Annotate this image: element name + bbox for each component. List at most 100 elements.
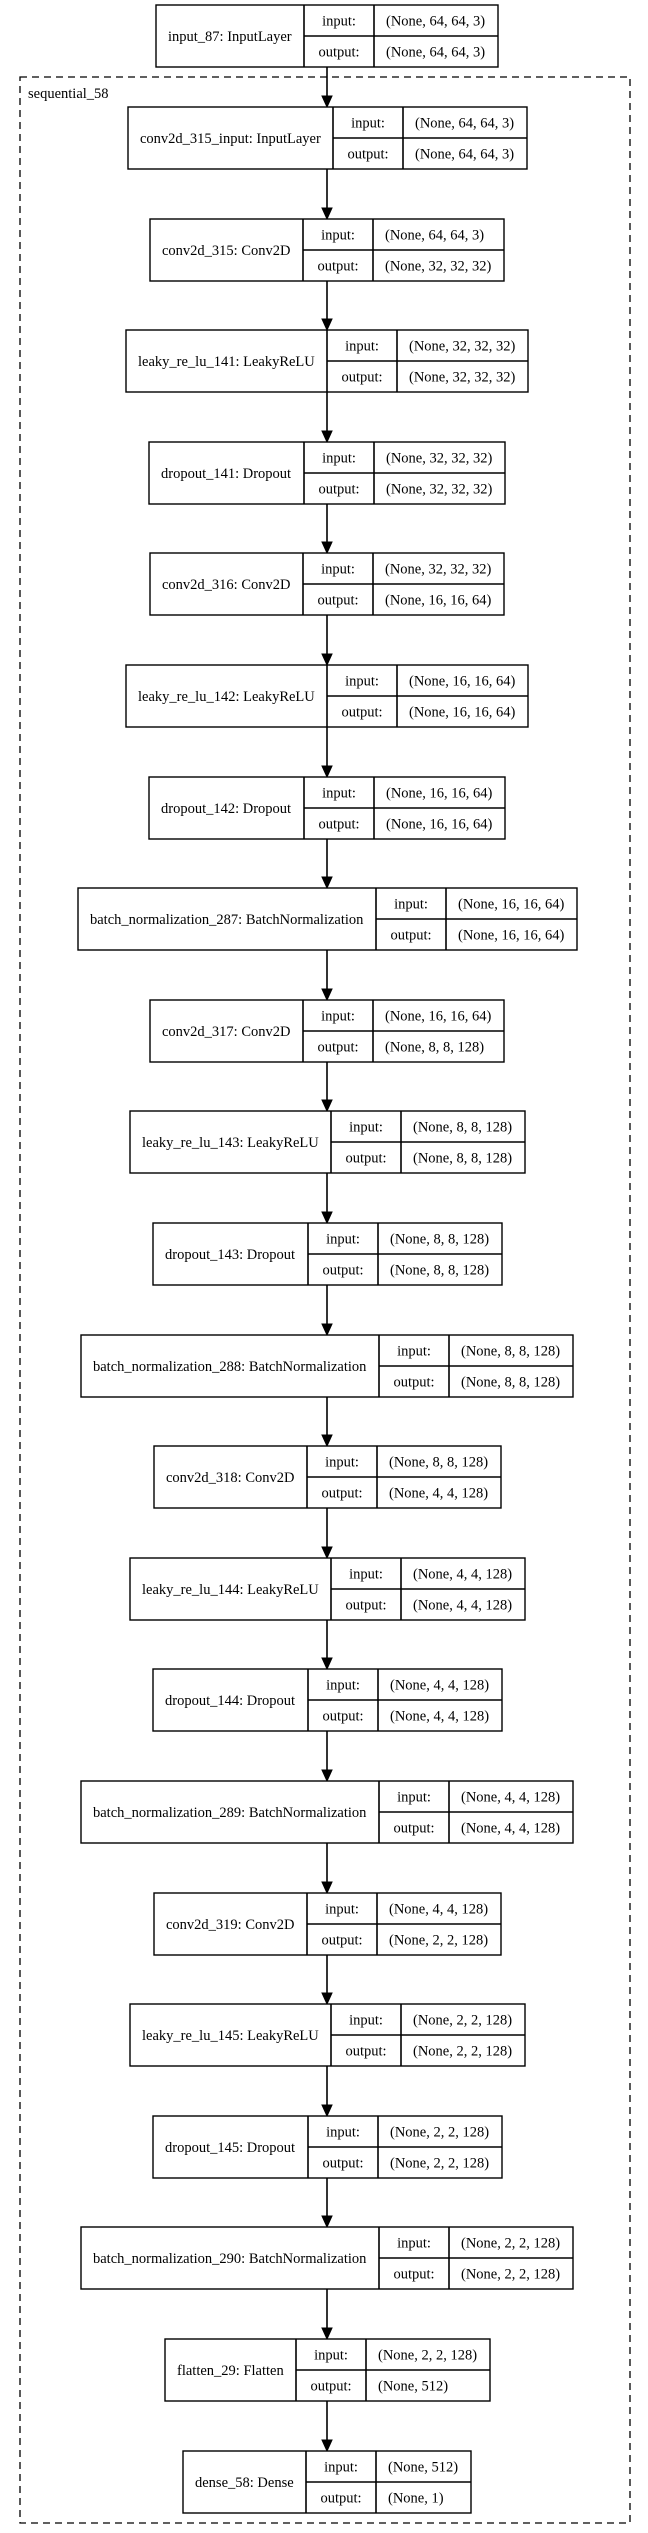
layer-name: leaky_re_lu_142: LeakyReLU [138, 689, 315, 705]
input-port-label: input: [326, 1678, 360, 1694]
output-port-label: output: [322, 1263, 363, 1279]
layer-node-leaky-re-lu-141: leaky_re_lu_141: LeakyReLUinput:output:(… [125, 329, 529, 393]
sequential-cluster-border [19, 76, 631, 2524]
output-shape: (None, 64, 64, 3) [415, 147, 514, 163]
arrow-head [321, 2327, 333, 2341]
output-shape: (None, 8, 8, 128) [390, 1263, 489, 1279]
edge-arrow [321, 281, 333, 332]
output-shape: (None, 512) [378, 2379, 448, 2395]
input-port-label: input: [322, 451, 356, 467]
layer-node-conv2d-315-input: conv2d_315_input: InputLayerinput:output… [127, 106, 528, 170]
edge-arrow [321, 1397, 333, 1448]
arrow-head [321, 430, 333, 444]
output-shape: (None, 8, 8, 128) [461, 1375, 560, 1391]
output-port-label: output: [321, 1933, 362, 1949]
layer-node-batch-normalization-289: batch_normalization_289: BatchNormalizat… [80, 1780, 574, 1844]
input-shape: (None, 4, 4, 128) [390, 1678, 489, 1694]
layer-node-input-87: input_87: InputLayerinput:output:(None, … [155, 4, 499, 68]
arrow-head [321, 1657, 333, 1671]
input-shape: (None, 32, 32, 32) [386, 451, 492, 467]
layer-node-conv2d-317: conv2d_317: Conv2D input: output: (None, 16… [149, 999, 505, 1063]
output-port-label: output: [345, 2044, 386, 2060]
edge-arrow [321, 2401, 333, 2453]
input-shape: (None, 16, 16, 64) [385, 1009, 491, 1025]
layer-name: conv2d_315_input: InputLayer [140, 131, 321, 147]
arrow-head [321, 541, 333, 555]
edge-arrow [321, 950, 333, 1002]
edge-arrow [321, 392, 333, 444]
edge-arrow [321, 169, 333, 221]
edge-arrow [321, 1620, 333, 1671]
layer-name: flatten_29: Flatten [177, 2363, 284, 2379]
layer-name: batch_normalization_287: BatchNormalizat… [90, 912, 364, 928]
input-port-label: input: [397, 1790, 431, 1806]
edges [321, 67, 333, 2453]
input-port-label: input: [345, 674, 379, 690]
output-shape: (None, 2, 2, 128) [461, 2267, 560, 2283]
output-shape: (None, 16, 16, 64) [458, 928, 564, 944]
output-shape: (None, 1) [388, 2491, 444, 2507]
output-port-label: output: [317, 1040, 358, 1056]
arrow-head [321, 207, 333, 221]
edge-arrow [321, 1731, 333, 1783]
input-port-label: input: [349, 1120, 383, 1136]
layer-node-dropout-144: dropout_144: Dropoutinput:output:(None, … [152, 1668, 503, 1732]
edge-arrow [321, 67, 333, 109]
output-shape: (None, 2, 2, 128) [389, 1933, 488, 1949]
arrow-head [321, 1099, 333, 1113]
arrow-head [321, 2104, 333, 2118]
input-port-label: input: [321, 228, 355, 244]
output-port-label: output: [318, 45, 359, 61]
arrow-head [321, 653, 333, 667]
edge-arrow [321, 839, 333, 890]
arrow-head [321, 1546, 333, 1560]
output-shape: (None, 2, 2, 128) [413, 2044, 512, 2060]
layer-node-batch-normalization-287: batch_normalization_287: BatchNormalizat… [77, 887, 578, 951]
layer-node-batch-normalization-290: batch_normalization_290: BatchNormalizat… [80, 2226, 574, 2290]
layer-name: dense_58: Dense [195, 2475, 294, 2491]
input-port-label: input: [321, 1009, 355, 1025]
input-shape: (None, 4, 4, 128) [413, 1567, 512, 1583]
layer-node-leaky-re-lu-142: leaky_re_lu_142: LeakyReLU input: output: (… [125, 664, 529, 728]
input-shape: (None, 64, 64, 3) [385, 228, 484, 244]
layer-node-dropout-143: dropout_143: Dropoutinput:output:(None, … [152, 1222, 503, 1286]
edge-arrow [321, 1508, 333, 1560]
output-port-label: output: [393, 1375, 434, 1391]
input-shape: (None, 4, 4, 128) [461, 1790, 560, 1806]
output-port-label: output: [317, 259, 358, 275]
output-shape: (None, 64, 64, 3) [386, 45, 485, 61]
layer-node-dropout-145: dropout_145: Dropoutinput:output:(None, … [152, 2115, 503, 2179]
edge-arrow [321, 1285, 333, 1337]
layer-name: conv2d_316: Conv2D [162, 577, 290, 593]
output-port-label: output: [345, 1151, 386, 1167]
input-shape: (None, 2, 2, 128) [461, 2236, 560, 2252]
input-shape: (None, 16, 16, 64) [409, 674, 515, 690]
output-port-label: output: [393, 2267, 434, 2283]
arrow-head [321, 1434, 333, 1448]
input-port-label: input: [349, 1567, 383, 1583]
layer-name: batch_normalization_288: BatchNormalizat… [93, 1359, 367, 1375]
input-shape: (None, 8, 8, 128) [461, 1344, 560, 1360]
output-shape: (None, 2, 2, 128) [390, 2156, 489, 2172]
layer-name: conv2d_318: Conv2D [166, 1470, 294, 1486]
output-port-label: output: [321, 1486, 362, 1502]
layer-node-dropout-142: dropout_142: Dropoutinput:output:(None, … [148, 776, 506, 840]
input-shape: (None, 2, 2, 128) [378, 2348, 477, 2364]
output-port-label: output: [310, 2379, 351, 2395]
input-port-label: input: [345, 339, 379, 355]
output-port-label: output: [341, 705, 382, 721]
layer-name: dropout_141: Dropout [161, 466, 291, 482]
layer-name: batch_normalization_290: BatchNormalizat… [93, 2251, 367, 2267]
arrow-head [321, 95, 333, 109]
input-shape: (None, 8, 8, 128) [390, 1232, 489, 1248]
output-shape: (None, 4, 4, 128) [413, 1598, 512, 1614]
layer-name: conv2d_317: Conv2D [162, 1024, 290, 1040]
layer-name: conv2d_319: Conv2D [166, 1917, 294, 1933]
layer-node-leaky-re-lu-145: leaky_re_lu_145: LeakyReLUinput:output:(… [129, 2003, 526, 2067]
